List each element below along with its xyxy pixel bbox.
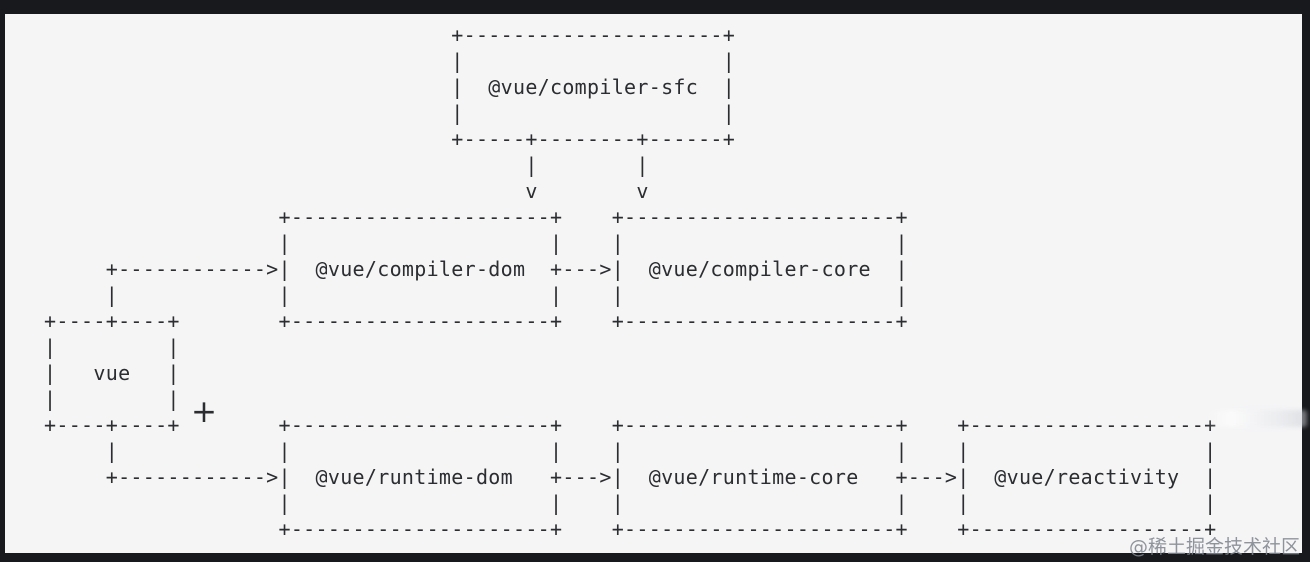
faint-watermark — [1205, 410, 1307, 427]
diagram-canvas: +---------------------+ | | | @vue/compi… — [5, 14, 1307, 558]
juejin-community-watermark: @稀土掘金技术社区 — [1129, 536, 1301, 558]
vue-architecture-ascii-diagram: +---------------------+ | | | @vue/compi… — [44, 23, 1217, 541]
plus-cursor-icon: + — [191, 394, 217, 430]
